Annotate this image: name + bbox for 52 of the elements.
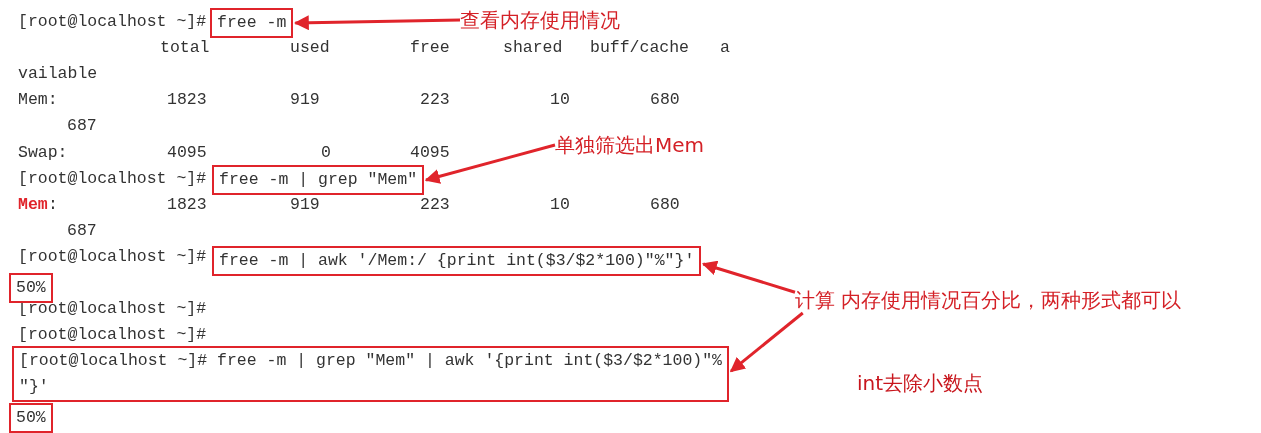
terminal-text: 680 [650,89,680,112]
command-text: free -m [217,12,287,34]
arrow [729,311,804,373]
note-text: 查看内存使用情况 [460,7,620,33]
arrow [424,143,556,184]
highlight-box [210,8,294,38]
terminal-text: Mem [18,193,48,216]
command-text: 50% [16,407,46,429]
highlight-box [9,273,53,303]
annotation-text: int去除小数点 [857,370,984,396]
terminal-text: [root@localhost ~]# [18,167,207,190]
terminal-text: 223 [420,193,450,216]
arrow [701,260,796,294]
command-text: [root@localhost ~]# free -m | grep "Mem" | awk '{print int($3/$2*100)"% [19,350,722,372]
terminal-text: Swap: [18,141,68,164]
terminal-text: [root@localhost ~]# [18,298,207,321]
terminal-text: [root@localhost ~]# [18,11,207,33]
note-text: 单独筛选出Mem [555,132,705,158]
terminal-text: 680 [650,193,680,216]
terminal-text: 4095 [410,141,450,164]
terminal-text: 687 [67,115,97,138]
arrow [293,15,461,31]
terminal-text: vailable [18,63,98,86]
terminal-text: [root@localhost ~]# [18,245,207,268]
command-text: "}' [19,376,50,398]
terminal-text: 4095 [167,141,207,164]
terminal-text: 223 [420,89,450,112]
terminal-text: a [720,37,730,60]
highlight-box [212,165,425,195]
terminal-text: 10 [550,193,570,216]
command-text: 50% [16,277,46,299]
terminal-text: used [290,37,330,60]
terminal-text: buff/cache [590,37,690,60]
highlight-box [9,403,53,433]
terminal-text: 1823 [167,89,207,112]
terminal-text: 687 [67,219,97,242]
terminal-text: total [160,37,210,60]
terminal-text: : [48,193,58,216]
terminal-text: 10 [550,89,570,112]
terminal-text: 0 [321,141,331,164]
terminal-text: 919 [290,193,320,216]
highlight-box [212,246,702,276]
highlight-box [12,346,729,402]
note-text: 计算 内存使用情况百分比，两种形式都可以 [795,287,1182,313]
terminal-text: 919 [290,89,320,112]
terminal-text: free [410,37,450,60]
terminal-text: Mem: [18,89,58,112]
terminal-text: shared [503,37,563,60]
command-text: free -m | grep "Mem" [219,169,418,191]
terminal-text: [root@localhost ~]# [18,324,207,347]
command-text: free -m | awk '/Mem:/ {print int($3/$2*100)"%"}' [219,250,695,272]
terminal-text: 1823 [167,193,207,216]
